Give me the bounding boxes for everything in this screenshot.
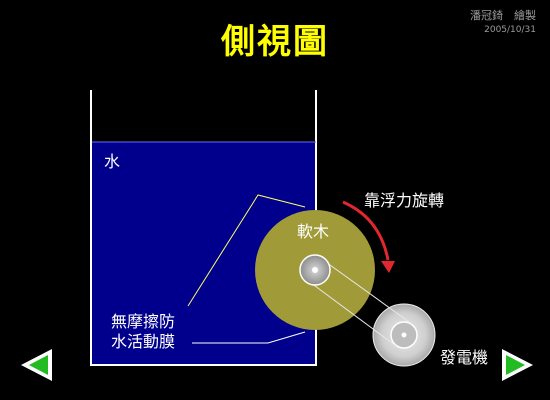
belt-line-top	[322, 259, 413, 325]
cork-label: 軟木	[297, 222, 330, 241]
membrane-label-line2: 水活動膜	[111, 332, 176, 351]
membrane-pointer-top	[187, 194, 306, 307]
right-arrow-icon	[502, 349, 533, 381]
water-label: 水	[104, 152, 121, 171]
page-title: 側視圖	[221, 22, 329, 62]
author-credit: 潘冠錡 繪製 2005/10/31	[470, 8, 536, 38]
next-slide-button[interactable]	[498, 346, 536, 384]
date-label: 2005/10/31	[484, 25, 536, 35]
author-name: 潘冠錡 繪製	[470, 9, 536, 22]
belt-line-bottom	[306, 279, 397, 347]
rotation-arrow	[342, 200, 390, 261]
membrane-pointer-bottom	[192, 331, 306, 344]
generator-label: 發電機	[440, 348, 489, 367]
buoyancy-label: 靠浮力旋轉	[364, 191, 445, 210]
membrane-label-line1: 無摩擦防	[111, 312, 176, 331]
prev-slide-button[interactable]	[18, 346, 56, 384]
left-arrow-icon	[21, 349, 52, 381]
rotation-arrowhead	[381, 261, 395, 273]
cork-axle	[312, 267, 318, 273]
generator-axle	[401, 332, 407, 338]
